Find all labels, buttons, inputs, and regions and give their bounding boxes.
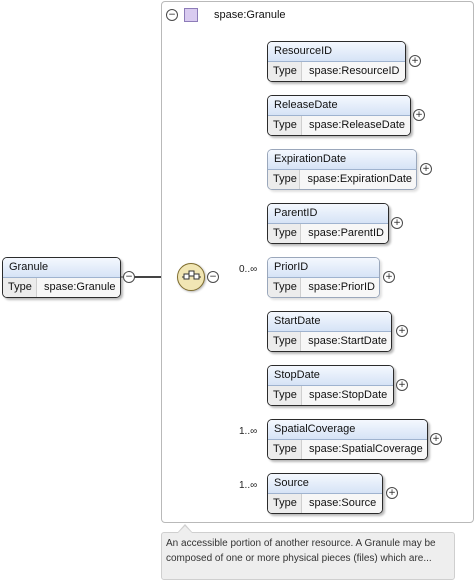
type-label: Type — [268, 494, 302, 513]
type-label: Type — [268, 440, 302, 459]
type-label: Type — [268, 62, 302, 81]
type-value: spase:SpatialCoverage — [302, 440, 427, 459]
expand-icon[interactable]: + — [430, 433, 442, 445]
element-name: Source — [268, 474, 382, 494]
type-value: spase:ParentID — [301, 224, 388, 243]
expand-icon[interactable]: + — [383, 271, 395, 283]
type-value: spase:StopDate — [302, 386, 393, 405]
doc-callout-notch-inner — [178, 526, 192, 533]
documentation-annotation: An accessible portion of another resourc… — [161, 532, 455, 580]
type-value: spase:PriorID — [301, 278, 379, 297]
expand-icon[interactable]: + — [420, 163, 432, 175]
type-label: Type — [268, 386, 302, 405]
type-label: Type — [268, 332, 302, 351]
complex-type-icon — [184, 8, 198, 22]
collapse-icon[interactable]: − — [207, 271, 219, 283]
element-name: ReleaseDate — [268, 96, 410, 116]
element-type-row: Type spase:Granule — [3, 278, 120, 297]
expand-icon[interactable]: + — [409, 55, 421, 67]
element-name: Granule — [3, 258, 120, 278]
container-header: − spase:Granule — [166, 6, 286, 24]
type-label: Type — [268, 224, 302, 243]
element-name: ResourceID — [268, 42, 405, 62]
type-value: spase:ExpirationDate — [300, 170, 416, 189]
collapse-icon[interactable]: − — [123, 271, 135, 283]
type-label: Type — [268, 116, 302, 135]
type-value: spase:ReleaseDate — [302, 116, 410, 135]
collapse-icon[interactable]: − — [166, 9, 178, 21]
type-value: spase:Granule — [37, 278, 120, 297]
type-label: Type — [3, 278, 37, 297]
root-element-granule[interactable]: Granule Type spase:Granule — [2, 257, 121, 298]
type-label: Type — [268, 278, 302, 297]
sequence-compositor-icon[interactable] — [177, 263, 205, 291]
element-name: PriorID — [268, 258, 379, 278]
element-name: StopDate — [268, 366, 393, 386]
container-title: spase:Granule — [214, 9, 286, 21]
expand-icon[interactable]: + — [391, 217, 403, 229]
expand-icon[interactable]: + — [396, 325, 408, 337]
type-value: spase:Source — [302, 494, 382, 513]
element-name: ParentID — [268, 204, 388, 224]
element-name: SpatialCoverage — [268, 420, 427, 440]
occurrence-label: 1..∞ — [239, 480, 258, 491]
element-name: StartDate — [268, 312, 391, 332]
type-value: spase:StartDate — [301, 332, 391, 351]
type-label: Type — [268, 170, 301, 189]
expand-icon[interactable]: + — [396, 379, 408, 391]
expand-icon[interactable]: + — [413, 109, 425, 121]
occurrence-label: 0..∞ — [239, 264, 258, 275]
documentation-text: An accessible portion of another resourc… — [166, 538, 436, 564]
element-name: ExpirationDate — [268, 150, 416, 170]
type-value: spase:ResourceID — [302, 62, 405, 81]
expand-icon[interactable]: + — [386, 487, 398, 499]
occurrence-label: 1..∞ — [239, 426, 258, 437]
